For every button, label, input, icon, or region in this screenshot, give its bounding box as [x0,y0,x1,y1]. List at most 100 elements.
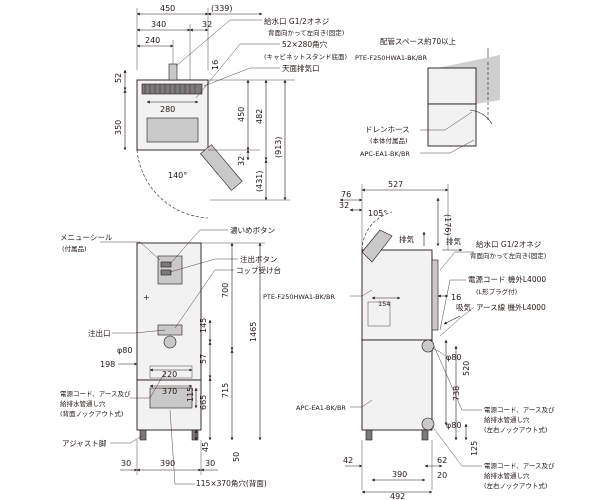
label-cup-stand: コップ受け台 [236,265,281,275]
label-power-cord-note: (L形プラグ付) [476,287,517,296]
dim-62: 62 [437,456,447,465]
strong-button [160,261,172,268]
piping-side-view: 配管スペース約70以上 PTE-F250HWA1-BK/BR ドレンホース (本… [355,36,500,158]
dim-339: (339) [211,4,233,13]
dim-738: 738 [452,386,461,401]
label-cord-front-2: 給排水管通し穴 [60,399,106,408]
label-power-cord: 電源コード 機外L4000 [468,274,546,284]
drain-hose-line [469,109,493,125]
dim-16-side: 16 [451,293,461,302]
dim-700: 700 [221,283,230,298]
label-square-hole-note: (キャビネットスタンド底面) [264,52,347,61]
label-adjuster: アジャスト脚 [62,438,106,448]
label-drain-hose: ドレンホース [365,125,410,134]
label-model-top-side: PTE-F250HWA1-BK/BR [263,293,336,301]
top-exhaust-grille [141,83,203,95]
dim-125: 125 [470,441,479,456]
plus-mark: + [143,293,150,302]
top-view: 450 (339) 340 32 240 16 52 280 [114,4,347,219]
label-strong-button: 濃いめボタン [230,225,275,235]
side-hole-80-lower [421,417,435,431]
door-swing-arc [136,149,209,219]
label-cord-side-left-2: 給排水管通し穴 [484,415,530,424]
label-menu-seal-note: (付属品) [62,244,87,253]
door-open [200,144,243,191]
label-cord-front-3: (背面ノックアウト式) [60,409,123,418]
label-earth: アース線 機外L4000 [476,302,546,312]
label-model-bottom-side: APC-EA1-BK/BR [296,404,346,412]
dim-390-front: 390 [160,459,175,468]
front-view: + メニューシール (付属品) 濃いめボタン 注出ボタン コップ受け台 注出口 … [60,225,281,488]
dim-105-angle: 105° [368,209,387,218]
dim-450v: 450 [237,107,246,122]
dim-42: 42 [343,456,353,465]
label-hole-side-upper: φ80 [446,353,461,362]
label-pipe-space: 配管スペース約70以上 [380,36,457,46]
label-menu-seal: メニューシール [60,233,113,242]
dim-57: 57 [199,354,208,364]
dim-198: 198 [100,360,115,369]
cup-stand [157,324,183,336]
dim-527: 527 [388,180,403,189]
label-cord-side-left-1: 電源コード、アース及び [484,405,555,414]
dim-176: (176) [443,214,452,236]
dim-280: 280 [160,105,175,114]
label-top-exhaust: 天面排気口 [282,63,320,73]
dim-715: 715 [221,383,230,398]
square-hole [146,117,199,143]
label-cord-side-left-3: (左右ノックアウト式) [484,425,547,434]
dim-665: 665 [199,395,208,410]
dim-140-angle: 140° [168,171,187,180]
side-back-rib [431,259,439,331]
adjuster-foot-left [139,429,147,441]
label-hole-front: φ80 [117,346,132,355]
label-hole-side-lower: φ80 [446,421,461,430]
small-unit-bottom [427,103,477,147]
dim-370: 370 [162,387,177,396]
label-water-inlet-note: 背面向かって左向き(固定) [268,28,344,37]
label-water-inlet-side: 給水口 G1/2オネジ [476,239,542,249]
dim-16: 16 [211,60,220,70]
dim-450: 450 [160,4,175,13]
side-foot-left [365,429,373,441]
label-cord-front-1: 電源コード、アース及び [60,389,131,398]
side-foot-right [421,429,429,441]
dim-240: 240 [145,36,160,45]
dim-45: 45 [201,442,210,452]
dim-50: 50 [232,452,241,462]
dim-482: 482 [255,109,264,124]
label-model-top-small: PTE-F250HWA1-BK/BR [355,54,428,62]
label-cord-side-right-3: (左右ノックアウト式) [484,481,547,490]
knockout-rect [149,365,193,379]
dim-76: 76 [341,190,351,199]
side-body-bottom [361,339,433,431]
door-swing-side [361,211,393,251]
label-cord-side-right-1: 電源コード、アース及び [484,461,555,470]
side-view: 527 76 32 105° (176) 154 排気 排気 給水口 G1/2オ… [263,180,555,500]
dim-20: 20 [437,471,447,480]
label-intake: 吸気 [456,302,471,312]
front-hole-80 [163,335,177,349]
dim-52: 52 [114,73,123,83]
label-cord-side-right-2: 給排水管通し穴 [484,471,530,480]
dim-145: 145 [199,318,208,333]
side-body-top [361,249,433,341]
dim-32b: 32 [237,156,246,166]
label-spout: 注出口 [88,328,111,338]
dim-431: (431) [255,170,264,192]
dim-220: 220 [162,370,177,379]
label-model-bottom-small: APC-EA1-BK/BR [360,150,410,158]
dim-350: 350 [114,120,123,135]
dim-492: 492 [390,492,405,500]
small-unit-top [427,67,477,105]
dim-30-right: 30 [205,459,215,468]
label-water-inlet-note-side: 背面向かって左向き(固定) [470,251,546,260]
label-dispense-button: 注出ボタン [240,254,278,264]
dim-1465: 1465 [249,322,258,342]
side-door-open [361,229,393,263]
adjuster-foot-right [191,429,199,441]
water-inlet-pipe [168,63,178,81]
label-square-hole: 52×280角穴 [282,39,328,49]
dim-32a: 32 [202,20,212,29]
